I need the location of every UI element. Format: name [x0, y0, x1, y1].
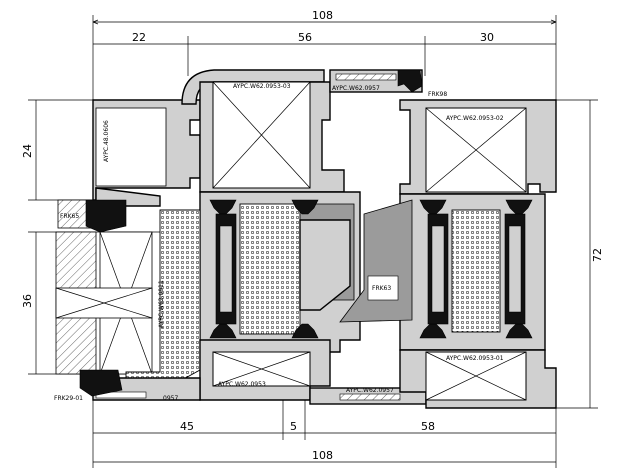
label-vertical-profile: AYPC.W62.0911	[158, 280, 165, 328]
label-box-top-right: AYPC.W62.0953-02	[446, 115, 504, 122]
frk63-box	[367, 275, 399, 301]
label-strip-top: AYPC.W62.0957	[332, 85, 380, 92]
dim-bottom-total: 108	[312, 449, 333, 462]
bottom-right-chamber	[399, 349, 557, 409]
label-left-profile: AYPC.48.0606	[103, 120, 110, 162]
dim-right: 72	[591, 248, 604, 262]
top-left-chamber	[199, 81, 345, 193]
label-frk29: FRK29-01	[54, 395, 83, 402]
label-box-bottom-left: AYPC.W62.0953	[218, 381, 266, 388]
dim-left-lower: 36	[21, 294, 34, 308]
label-frk63: FRK63	[372, 285, 391, 292]
label-box-top-left: AYPC.W62.0953-03	[233, 83, 291, 90]
label-bottom-small: 0957	[163, 395, 178, 402]
dim-bottom-right: 58	[421, 420, 435, 433]
bottom-left-chamber	[199, 339, 331, 401]
bottom-strip	[309, 387, 427, 405]
central-frame	[199, 191, 361, 353]
gaskets	[79, 199, 533, 397]
dim-top-mid: 56	[298, 31, 312, 44]
dim-bottom-left: 45	[180, 420, 194, 433]
dimension-lines	[28, 15, 598, 468]
dim-top-right: 30	[480, 31, 494, 44]
dim-bottom-mid: 5	[290, 420, 297, 433]
dim-top-left: 22	[132, 31, 146, 44]
label-frk98: FRK98	[428, 91, 447, 98]
glazing-unit	[40, 199, 160, 378]
dim-left-upper: 24	[21, 144, 34, 158]
label-frk65: FRK65	[60, 213, 79, 220]
dimension-texts: 108 22 56 30 24 36 72 45 5 58 108	[21, 9, 604, 462]
part-labels: AYPC.W62.0953-03 AYPC.W62.0953-02 AYPC.W…	[54, 83, 504, 402]
label-box-bottom-right: AYPC.W62.0953-01	[446, 355, 504, 362]
label-strip-bottom: AYPC.W62.0957	[346, 387, 394, 394]
top-strip	[329, 69, 423, 93]
dim-top-total: 108	[312, 9, 333, 22]
